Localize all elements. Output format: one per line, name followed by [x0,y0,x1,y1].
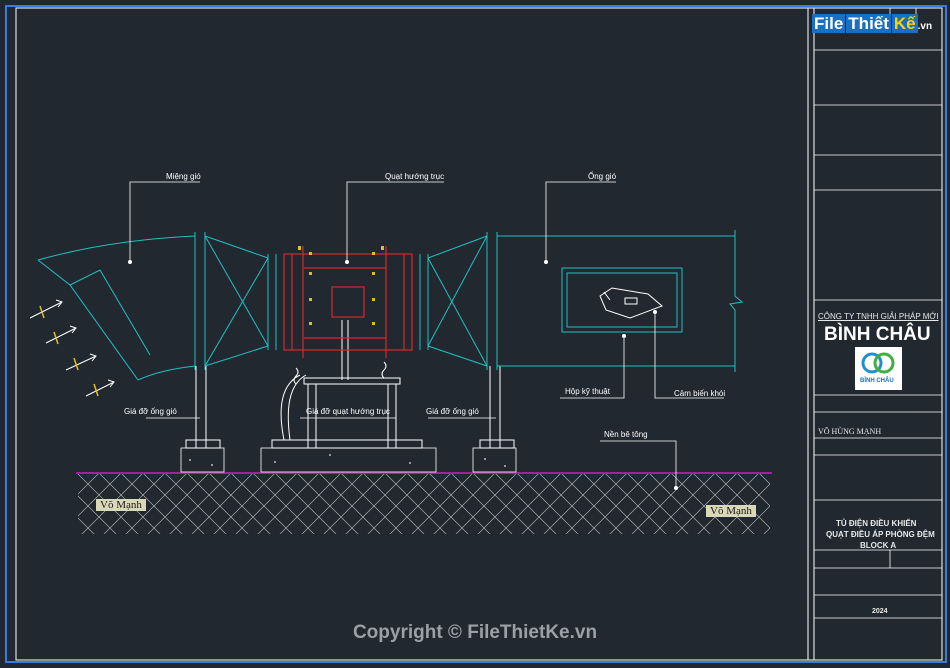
title-block-lines [814,8,942,619]
label-gia-do-ong-gio-left: Giá đỡ ống gió [124,407,177,416]
tag-vo-manh-right: Võ Mạnh [706,505,756,517]
intake-arrows [29,299,115,397]
duct-supports [185,366,515,449]
duct-outline [37,230,744,381]
inner-border [15,7,943,661]
smoke-sensor [599,287,663,319]
copyright-watermark: Copyright © FileThietKe.vn [352,622,598,643]
axial-fan [283,246,413,358]
label-mieng-gio: Miệng gió [166,172,201,181]
label-ong-gio: Ống gió [588,172,617,181]
concrete-bases [180,447,517,473]
drawing-title-2: QUẠT ĐIỀU ÁP PHÒNG ĐỆM [826,530,935,539]
logo-thiet: Thiết [846,14,891,33]
outer-border [5,5,947,663]
logo-caption: BÌNH CHÂU [860,378,894,384]
label-quat-huong-truc: Quạt hướng trục [385,172,445,181]
label-gia-do-ong-gio-right: Giá đỡ ống gió [426,407,479,416]
company-name: BÌNH CHÂU [824,324,931,345]
label-hop-ky-thuat: Hộp kỹ thuật [565,387,610,396]
tag-vo-manh-left: Võ Mạnh [96,499,146,511]
leader-lines [129,181,724,488]
label-nen-be-tong: Nền bê tông [604,430,648,439]
logo-ke: Kế [891,14,918,33]
drawing-year: 2024 [872,608,888,615]
logo-suffix: .vn [917,21,933,32]
ground-hatch [78,474,770,534]
drawing-title-1: TỦ ĐIỆN ĐIỀU KHIỂN [836,519,917,528]
label-gia-do-quat: Giá đỡ quạt hướng trục [306,407,390,416]
drawing-title-3: BLOCK A [860,541,897,550]
label-cam-bien-khoi: Cảm biến khói [674,389,726,398]
binhchau-logo-mark [855,347,902,390]
logo-file: File [812,14,846,33]
designer-name: VÕ HÙNG MẠNH [818,427,882,436]
company-line: CÔNG TY TNHH GIẢI PHÁP MỚI [818,312,939,321]
fan-support [271,320,423,449]
